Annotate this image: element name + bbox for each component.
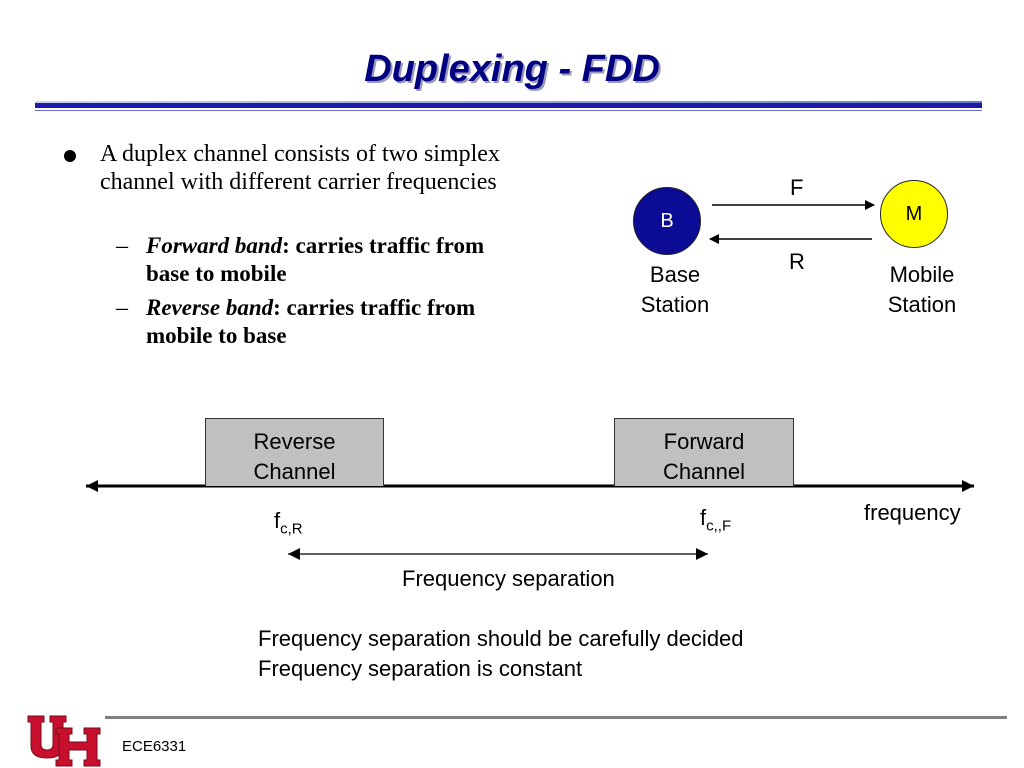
footer-course: ECE6331 bbox=[122, 738, 187, 755]
forward-channel-box: Forward Channel bbox=[614, 418, 794, 486]
title-divider-thin bbox=[35, 110, 982, 111]
reverse-channel-line1: Reverse bbox=[253, 429, 336, 454]
reverse-link-label: R bbox=[789, 249, 805, 274]
reverse-channel-box: Reverse Channel bbox=[205, 418, 384, 486]
base-station-node: B bbox=[633, 187, 701, 255]
page-title: Duplexing - FDD bbox=[364, 48, 660, 90]
forward-channel-line2: Channel bbox=[663, 459, 745, 484]
forward-channel-line1: Forward bbox=[663, 429, 745, 454]
forward-carrier-frequency: fc,,F bbox=[700, 505, 731, 534]
title-divider-highlight bbox=[35, 101, 982, 103]
note-line: Frequency separation should be carefully… bbox=[258, 626, 744, 651]
main-bullet: A duplex channel consists of two simplex… bbox=[100, 141, 500, 195]
mobile-station-node: M bbox=[880, 180, 948, 248]
bullet-dot-icon bbox=[64, 150, 76, 162]
fc-subscript: c,,F bbox=[706, 517, 732, 535]
mobile-station-label: Mobile Station bbox=[866, 260, 978, 320]
reverse-carrier-frequency: fc,R bbox=[274, 508, 303, 537]
sub-bullet-text: : carries traffic from base to mobile bbox=[146, 233, 485, 286]
sub-bullet-term: Forward band bbox=[146, 233, 283, 258]
fc-base: f bbox=[274, 508, 281, 533]
base-station-label-line2: Station bbox=[640, 292, 710, 317]
sub-bullet-reverse: Reverse band: carries traffic from mobil… bbox=[146, 294, 516, 350]
base-station-label-line1: Base bbox=[649, 262, 701, 287]
frequency-axis-label: frequency bbox=[864, 500, 961, 525]
forward-link-label: F bbox=[790, 175, 804, 200]
base-station-label: Base Station bbox=[620, 260, 730, 320]
sub-bullet-dash: – bbox=[116, 233, 128, 259]
sub-bullet-forward: Forward band: carries traffic from base … bbox=[146, 232, 516, 288]
sub-bullet-dash: – bbox=[116, 295, 128, 321]
footer-divider bbox=[105, 716, 1007, 719]
note-line: Frequency separation is constant bbox=[258, 656, 583, 681]
frequency-separation-label: Frequency separation bbox=[402, 566, 615, 591]
sub-bullet-term: Reverse band bbox=[146, 295, 274, 320]
fc-subscript: c,R bbox=[280, 520, 303, 538]
mobile-station-label-line1: Mobile bbox=[889, 262, 955, 287]
reverse-channel-line2: Channel bbox=[253, 459, 336, 484]
title-divider bbox=[35, 103, 982, 108]
mobile-station-label-line2: Station bbox=[887, 292, 957, 317]
sub-bullet-text: : carries traffic from mobile to base bbox=[146, 295, 476, 348]
fc-base: f bbox=[700, 505, 707, 530]
uh-logo-icon bbox=[27, 715, 101, 767]
